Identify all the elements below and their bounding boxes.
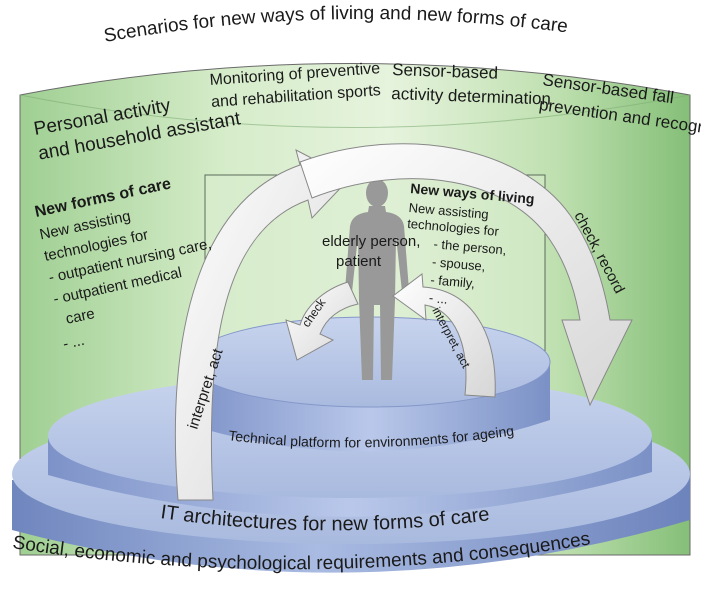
person-label-line2: patient <box>336 253 382 270</box>
ways-of-living-block: New ways of living New assisting technol… <box>407 180 535 307</box>
top-title: Scenarios for new ways of living and new… <box>102 3 569 47</box>
person-silhouette <box>345 179 409 380</box>
inner-interpret-arrow <box>392 273 496 398</box>
inner-check-arrow <box>285 281 359 361</box>
ways-of-living-line: - family, <box>430 272 476 291</box>
ways-of-living-line: - the person, <box>433 236 507 257</box>
outer-arch-arrow <box>174 143 633 501</box>
ways-of-living-line: - spouse, <box>431 254 486 274</box>
forms-of-care-line: care <box>64 305 96 328</box>
scenario-sensor-activity-line1: Sensor-based <box>392 60 498 83</box>
ways-of-living-line: - ... <box>428 290 448 307</box>
ways-of-living-line: New assisting <box>408 200 489 222</box>
forms-of-care-line: - ... <box>61 332 86 353</box>
person-label-line1: elderly person, <box>322 233 420 250</box>
